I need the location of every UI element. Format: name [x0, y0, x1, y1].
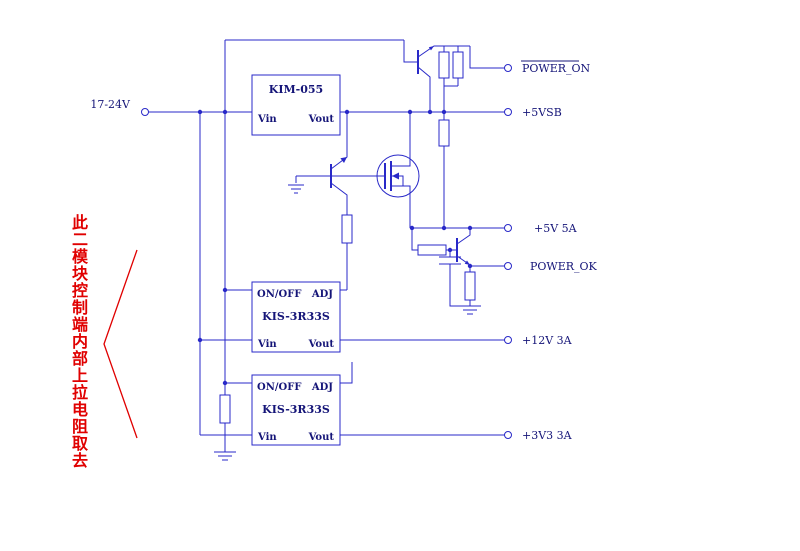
resistor-ra	[438, 51, 450, 79]
terminal-12v	[504, 336, 512, 344]
mosfet-circle	[376, 154, 420, 198]
wire-power-on	[469, 46, 505, 69]
module-boxes	[251, 74, 341, 446]
annotation-bracket	[103, 249, 138, 439]
annotation-text: 此二模块控制端内部上拉电阻取去	[69, 214, 88, 469]
terminal-input	[141, 108, 149, 116]
mosfet-arrow	[392, 172, 399, 180]
label-5vsb: +5VSB	[522, 106, 562, 119]
mosfet-m1	[376, 154, 420, 198]
kis1-module-box	[251, 281, 341, 353]
wire-rg-ground	[214, 383, 236, 461]
terminal-power-ok	[504, 262, 512, 270]
q1-arrow	[428, 46, 434, 51]
terminal-5vsb	[504, 108, 512, 116]
q2-arrow	[340, 157, 347, 163]
terminals	[141, 64, 512, 439]
kis2-adj-pin: ADJ	[311, 382, 333, 393]
kis1-adj-pin: ADJ	[311, 289, 333, 300]
ground-q3	[459, 305, 481, 315]
terminal-3v3	[504, 431, 512, 439]
wire-mosfet-drain	[391, 112, 411, 167]
resistor-rd	[341, 214, 353, 244]
resistor-rb	[452, 51, 464, 79]
wires	[148, 39, 505, 461]
wire-kis2-adj	[340, 362, 353, 384]
q3-arrow	[464, 260, 470, 265]
kis1-vin-pin: Vin	[257, 339, 277, 350]
kis1-vout-pin: Vout	[308, 339, 335, 350]
resistors	[219, 51, 476, 424]
kis2-module-box	[251, 374, 341, 446]
label-power-ok: POWER_OK	[530, 260, 598, 273]
kis2-onoff-pin: ON/OFF	[257, 382, 301, 393]
label-3v3: +3V3 3A	[522, 429, 573, 442]
resistor-re	[464, 271, 476, 301]
wire-ra-rb	[443, 46, 459, 87]
wire-mosfet-source	[391, 185, 411, 228]
kis2-name: KIS-3R33S	[262, 403, 330, 416]
kim-vout-pin: Vout	[308, 114, 335, 125]
resistor-rf	[438, 119, 450, 147]
ground-q2	[288, 176, 304, 194]
label-power-on: POWER_ON	[522, 62, 591, 75]
resistor-rg	[219, 394, 231, 424]
kis1-name: KIS-3R33S	[262, 310, 330, 323]
kim-vin-pin: Vin	[257, 114, 277, 125]
junction-dots	[197, 109, 473, 386]
wire-q1-base	[403, 40, 417, 63]
kim-module-box	[251, 74, 341, 136]
arrows	[340, 46, 470, 265]
resistor-rh	[417, 244, 447, 256]
terminal-5v	[504, 224, 512, 232]
label-5v: +5V 5A	[534, 222, 578, 235]
transistor-bars	[330, 50, 458, 262]
input-voltage-label: 17-24V	[90, 98, 131, 111]
wire-q3-collector	[456, 228, 471, 245]
terminal-power-on	[504, 64, 512, 72]
kis2-vout-pin: Vout	[308, 432, 335, 443]
kim-name: KIM-055	[269, 83, 323, 96]
capacitor-c1	[439, 250, 461, 307]
label-12v: +12V 3A	[522, 334, 573, 347]
wire-q2-adj-chain	[330, 182, 348, 291]
kis2-vin-pin: Vin	[257, 432, 277, 443]
wire-q1-collector	[417, 66, 431, 112]
kis1-onoff-pin: ON/OFF	[257, 289, 301, 300]
